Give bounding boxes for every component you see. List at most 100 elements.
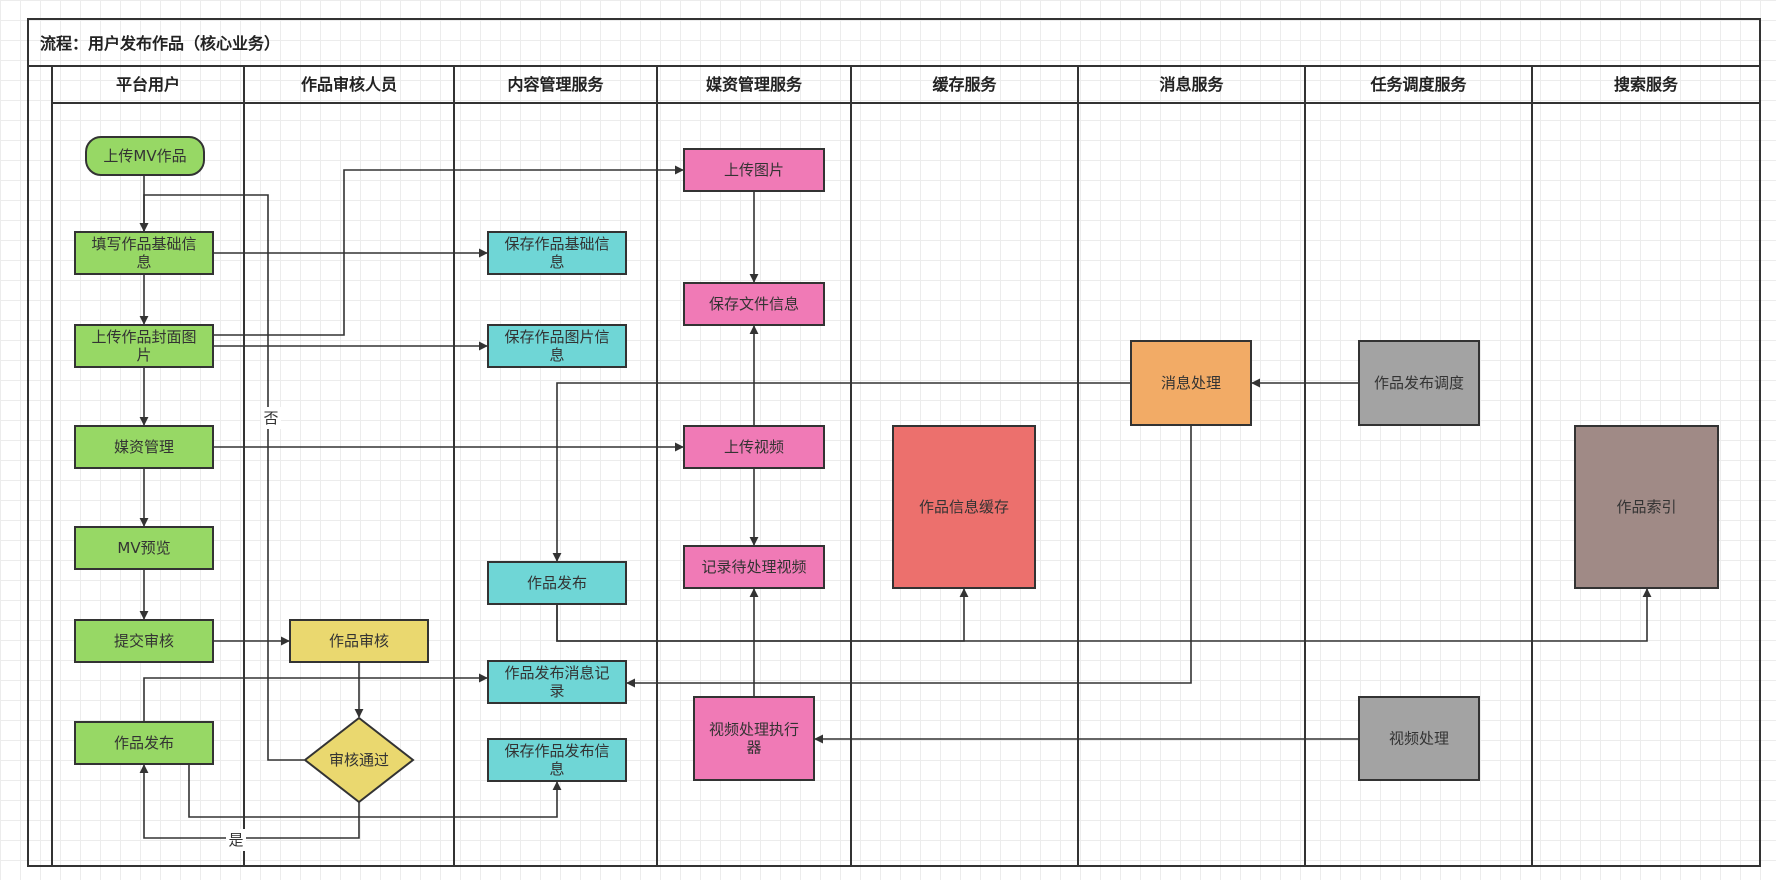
node-info_cache[interactable]: 作品信息缓存 [892,425,1036,589]
node-publish_schedule[interactable]: 作品发布调度 [1358,340,1480,426]
edge-label-review_pass-to-fill_info: 否 [263,409,278,427]
node-label: 上传图片 [724,161,784,179]
node-upload_mv[interactable]: 上传MV作品 [85,136,205,176]
node-box [683,545,825,589]
edge-user_publish-to-publish_msg [143,673,488,723]
node-label: 视频处理 [1389,730,1449,748]
lane-title-cache: 缓存服务 [931,75,997,94]
node-box [74,324,214,368]
lane-title-reviewer: 作品审核人员 [301,75,397,94]
lane-title-search: 搜索服务 [1614,75,1679,94]
node-box [1358,340,1480,426]
edge-msg_process-to-publish_msg [626,426,1192,688]
node-review[interactable]: 作品审核 [289,619,429,663]
node-label: 保存文件信息 [709,295,799,313]
lane-title-content: 内容管理服务 [507,75,604,94]
node-video_process[interactable]: 视频处理 [1358,696,1480,781]
node-label: 消息处理 [1161,374,1221,392]
node-label: 作品审核 [329,632,389,650]
node-label: 保存作品图片信 [504,328,609,346]
lane-title-user: 平台用户 [116,75,180,94]
node-box [74,425,214,469]
node-user_publish[interactable]: 作品发布 [74,721,214,765]
node-label: 上传视频 [724,438,784,456]
node-label: 作品发布 [527,574,587,592]
node-box [683,148,825,192]
node-label: 媒资管理 [114,438,174,456]
node-label: 作品发布消息记 [504,664,609,682]
node-label: 作品信息缓存 [919,498,1009,516]
node-record_video[interactable]: 记录待处理视频 [683,545,825,589]
pool-title: 流程：用户发布作品（核心业务） [40,34,280,53]
node-label: 保存作品基础信 [504,235,609,253]
node-upload_video[interactable]: 上传视频 [683,425,825,469]
lane-title-message: 消息服务 [1159,75,1224,94]
node-box [1574,425,1719,589]
pool-border [27,18,1761,867]
node-label: MV预览 [117,539,170,557]
node-content_publish[interactable]: 作品发布 [487,561,627,605]
node-label: 视频处理执行 [709,721,799,739]
node-label: 录 [549,682,564,700]
node-label: 息 [549,760,564,778]
node-box [487,738,627,782]
node-box [892,425,1036,589]
node-work_index[interactable]: 作品索引 [1574,425,1719,589]
lane-title-media: 媒资管理服务 [706,75,803,94]
node-upload_image[interactable]: 上传图片 [683,148,825,192]
node-label: 审核通过 [329,751,389,769]
node-box [683,425,825,469]
edges [139,165,1652,839]
node-label: 息 [549,346,564,364]
node-box [487,660,627,704]
edge-review_pass-to-fill_info [139,194,304,761]
node-box [74,231,214,275]
edge-labels: 是否 [226,407,281,851]
node-label: 记录待处理视频 [701,558,806,576]
node-label: 保存作品发布信 [504,742,609,760]
node-box [74,721,214,765]
edge-label-background [261,407,281,429]
edge-content_publish-to-work_index [556,588,1652,642]
node-label: 息 [549,253,564,271]
node-box [1358,696,1480,781]
node-label: 器 [746,739,761,757]
edge-label-background [226,829,246,851]
nodes: 上传MV作品填写作品基础信息上传作品封面图片媒资管理MV预览提交审核作品发布作品… [74,136,1719,804]
node-label: 填写作品基础信 [91,235,196,253]
node-media_mgmt[interactable]: 媒资管理 [74,425,214,469]
node-label: 提交审核 [114,632,174,650]
node-box [487,324,627,368]
node-box [487,561,627,605]
pool-frame: 流程：用户发布作品（核心业务） 平台用户 作品审核人员 内容管理服务 媒资管理服务 缓存服… [27,18,1761,867]
node-diamond [303,716,415,804]
node-box [289,619,429,663]
node-label: 息 [136,253,151,271]
node-label: 作品发布调度 [1374,374,1464,392]
node-box [693,696,815,781]
edge-user_publish-to-save_publish_info [188,764,562,818]
edge-upload_cover-to-upload_image [214,165,684,336]
edge-label-review_pass-to-user_publish: 是 [228,831,243,849]
node-msg_process[interactable]: 消息处理 [1130,340,1252,426]
edge-review_pass-to-user_publish [139,764,360,839]
node-mv_preview[interactable]: MV预览 [74,526,214,570]
lane-title-task: 任务调度服务 [1369,75,1467,94]
node-save_file[interactable]: 保存文件信息 [683,282,825,326]
edge-msg_process-to-content_publish [552,382,1130,562]
node-box [683,282,825,326]
node-review_pass[interactable]: 审核通过 [303,716,415,804]
node-box [487,231,627,275]
node-label: 作品发布 [114,734,174,752]
node-box [1130,340,1252,426]
node-submit_review[interactable]: 提交审核 [74,619,214,663]
node-box [74,619,214,663]
